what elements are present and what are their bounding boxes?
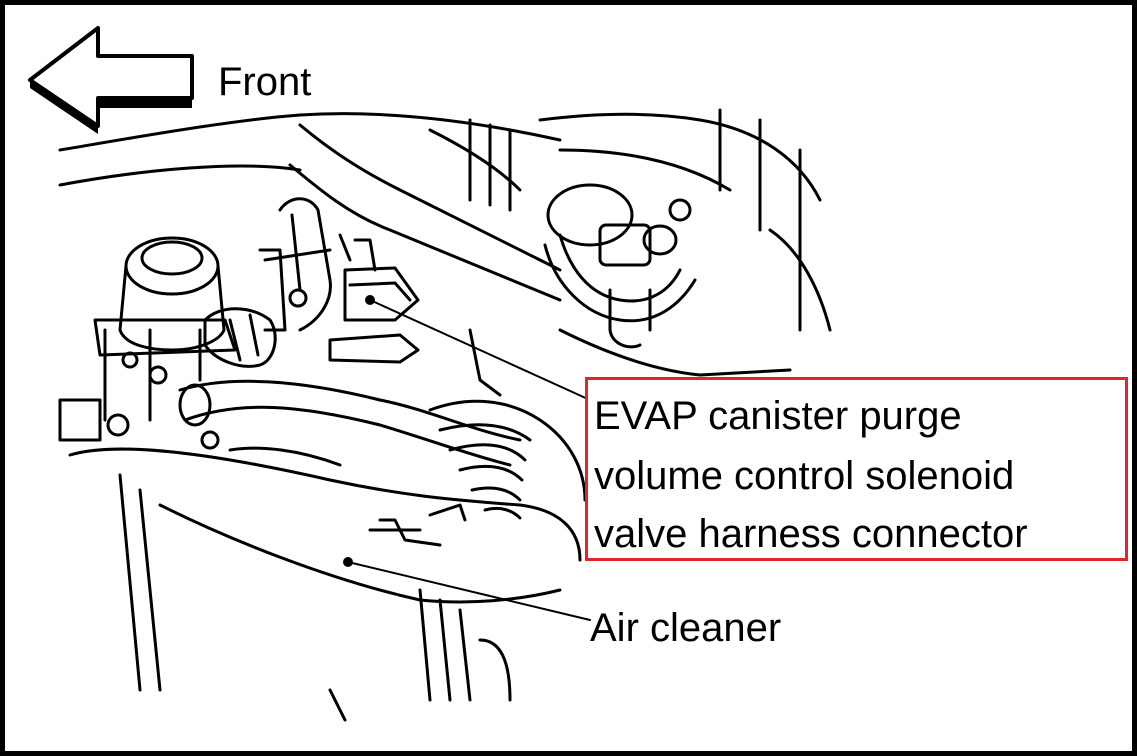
air-cleaner-label: Air cleaner	[590, 606, 782, 650]
evap-callout-box: EVAP canister purge volume control solen…	[585, 377, 1128, 561]
arrow-left-icon	[28, 26, 194, 134]
callout-line-2: volume control solenoid	[594, 454, 1015, 498]
callout-line-3: valve harness connector	[594, 512, 1028, 556]
front-direction-label: Front	[218, 60, 312, 104]
callout-line-1: EVAP canister purge	[594, 394, 962, 438]
